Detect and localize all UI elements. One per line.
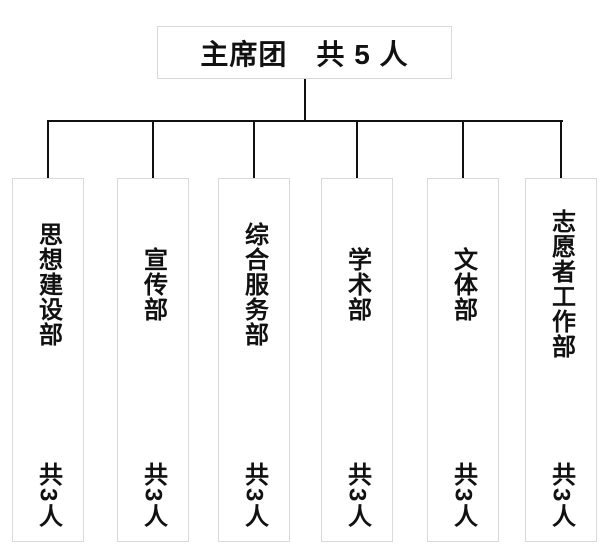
dept-name-zone: 学术部 bbox=[322, 179, 392, 389]
connector-stem bbox=[304, 79, 306, 121]
connector-drop bbox=[560, 120, 562, 178]
dept-box-volunteer-work: 志愿者工作部 共3人 bbox=[525, 178, 597, 542]
dept-name-zone: 综合服务部 bbox=[219, 179, 289, 389]
dept-name: 思想建设部 bbox=[34, 221, 62, 347]
connector-horizontal bbox=[47, 120, 563, 122]
dept-box-publicity: 宣传部 共3人 bbox=[117, 178, 189, 542]
dept-box-culture-sports: 文体部 共3人 bbox=[427, 178, 499, 542]
root-label: 主席团 共 5 人 bbox=[200, 38, 409, 70]
connector-drop bbox=[253, 120, 255, 178]
dept-count-zone: 共3人 bbox=[13, 462, 83, 529]
dept-count-zone: 共3人 bbox=[322, 462, 392, 529]
connector-drop bbox=[152, 120, 154, 178]
connector-drop bbox=[356, 120, 358, 178]
dept-name-zone: 文体部 bbox=[428, 179, 498, 389]
dept-box-general-services: 综合服务部 共3人 bbox=[218, 178, 290, 542]
dept-count: 共3人 bbox=[343, 461, 371, 529]
dept-name: 宣传部 bbox=[139, 246, 167, 322]
dept-count: 共3人 bbox=[547, 461, 575, 529]
dept-count-zone: 共3人 bbox=[428, 462, 498, 529]
dept-name: 学术部 bbox=[343, 246, 371, 322]
root-box: 主席团 共 5 人 bbox=[157, 26, 452, 79]
dept-count: 共3人 bbox=[34, 461, 62, 529]
dept-name-zone: 思想建设部 bbox=[13, 179, 83, 389]
dept-name-zone: 志愿者工作部 bbox=[526, 179, 596, 389]
dept-count: 共3人 bbox=[240, 461, 268, 529]
dept-count-zone: 共3人 bbox=[526, 462, 596, 529]
dept-count: 共3人 bbox=[139, 461, 167, 529]
dept-name: 志愿者工作部 bbox=[547, 209, 575, 359]
dept-count-zone: 共3人 bbox=[219, 462, 289, 529]
dept-name: 文体部 bbox=[449, 246, 477, 322]
connector-drop bbox=[47, 120, 49, 178]
dept-box-ideological-construction: 思想建设部 共3人 bbox=[12, 178, 84, 542]
dept-name-zone: 宣传部 bbox=[118, 179, 188, 389]
dept-box-academic: 学术部 共3人 bbox=[321, 178, 393, 542]
dept-count: 共3人 bbox=[449, 461, 477, 529]
dept-count-zone: 共3人 bbox=[118, 462, 188, 529]
connector-drop bbox=[462, 120, 464, 178]
dept-name: 综合服务部 bbox=[240, 221, 268, 347]
